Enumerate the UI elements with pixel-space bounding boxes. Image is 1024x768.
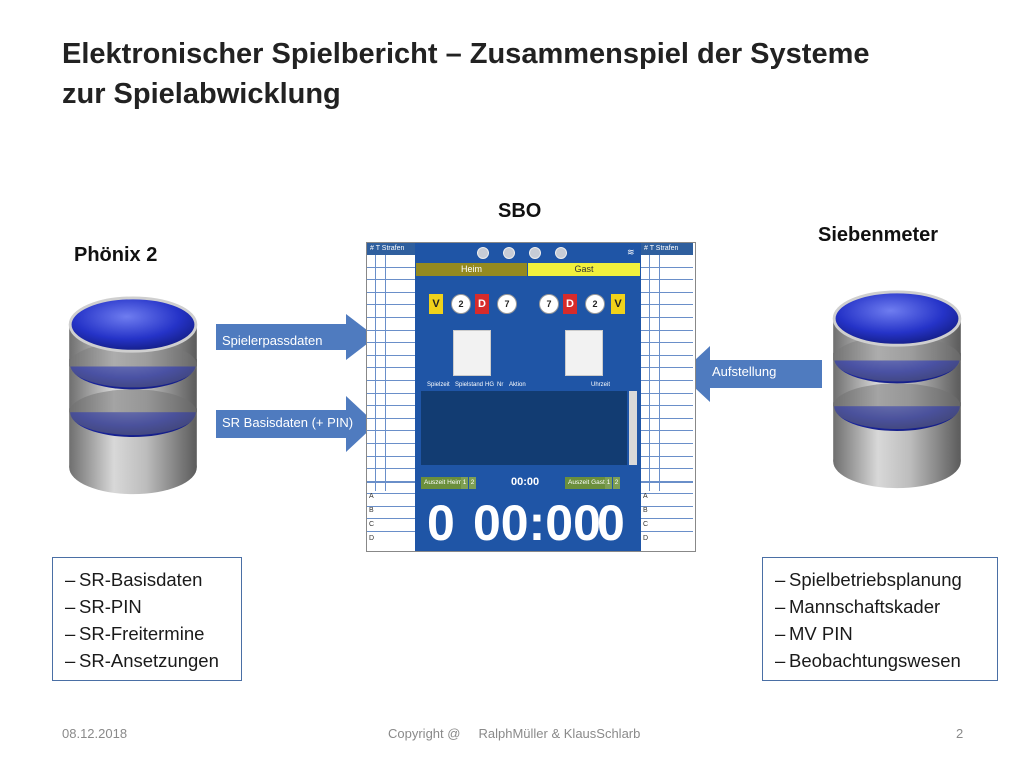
title-line-1: Elektronischer Spielbericht – Zusammensp…: [62, 38, 870, 70]
database-icon-phoenix: [68, 296, 198, 495]
col-uhrzeit: Uhrzeit: [591, 382, 611, 388]
auszeit-gast-2[interactable]: 2: [613, 477, 620, 489]
col-nr: Nr: [497, 382, 504, 388]
arrow-label-spielerpassdaten: Spielerpassdaten: [222, 333, 323, 348]
arrow-label-sr-basisdaten: SR Basisdaten (+ PIN): [222, 415, 354, 430]
two-minute-gast[interactable]: 2: [585, 294, 605, 314]
score-gast: 0: [597, 495, 625, 551]
auszeit-gast-button[interactable]: Auszeit Gast: [565, 477, 608, 489]
penalty-header-left: # T Strafen: [367, 243, 415, 255]
event-log[interactable]: [421, 391, 627, 465]
score-heim: 0: [427, 495, 455, 551]
wifi-icon: ≋: [627, 247, 635, 257]
sbo-main-panel: ≋ Heim Gast V 2 D 7 7 D 2 V Spielzeit Sp…: [415, 243, 641, 551]
phoenix-item: –SR-Freitermine: [65, 623, 205, 644]
footer-copyright: Copyright @ RalphMüller & KlausSchlarb: [388, 726, 641, 741]
siebenmeter-item: –Beobachtungswesen: [775, 650, 961, 671]
row-label-b-right: B: [643, 507, 648, 514]
siebenmeter-item: –MV PIN: [775, 623, 853, 644]
card-v-gast[interactable]: V: [611, 294, 625, 314]
status-dot-4: [555, 247, 567, 259]
small-clock: 00:00: [511, 476, 540, 488]
col-aktion: Aktion: [509, 382, 526, 388]
row-label-d-right: D: [643, 535, 649, 542]
team-gast: Gast: [528, 263, 640, 276]
auszeit-heim-1[interactable]: 1: [461, 477, 468, 489]
status-dot-1: [477, 247, 489, 259]
siebenmeter-feature-box: –Spielbetriebsplanung –Mannschaftskader …: [762, 557, 998, 681]
row-label-a-right: A: [643, 493, 648, 500]
penalty-grid-left: # T Strafen A B C D: [367, 243, 415, 551]
auszeit-gast-1[interactable]: 1: [605, 477, 612, 489]
label-phoenix: Phönix 2: [74, 244, 158, 266]
auszeit-heim-2[interactable]: 2: [469, 477, 476, 489]
row-label-c-right: C: [643, 521, 649, 528]
arrow-sr-basisdaten: [216, 396, 376, 452]
sbo-scoreboard: # T Strafen A B C D ≋ Heim Gast V 2 D 7 …: [366, 242, 696, 552]
team-heim: Heim: [416, 263, 527, 276]
two-minute-heim[interactable]: 2: [451, 294, 471, 314]
card-d-heim[interactable]: D: [475, 294, 489, 314]
status-dot-3: [529, 247, 541, 259]
footer-page-number: 2: [956, 726, 964, 741]
card-v-heim[interactable]: V: [429, 294, 443, 314]
event-log-scrollbar[interactable]: [629, 391, 637, 465]
row-label-c: C: [369, 521, 375, 528]
seven-meter-gast[interactable]: 7: [539, 294, 559, 314]
siebenmeter-item: –Mannschaftskader: [775, 596, 941, 617]
phoenix-feature-box: –SR-Basisdaten –SR-PIN –SR-Freitermine –…: [52, 557, 242, 681]
card-d-gast[interactable]: D: [563, 294, 577, 314]
penalty-header-right: # T Strafen: [641, 243, 693, 255]
arrow-aufstellung: [680, 346, 822, 402]
footer-date: 08.12.2018: [62, 726, 128, 741]
slide-title: Elektronischer Spielbericht – Zusammensp…: [62, 34, 962, 114]
status-dot-2: [503, 247, 515, 259]
player-photo-heim: [453, 330, 491, 376]
label-sbo: SBO: [498, 200, 542, 222]
phoenix-item: –SR-PIN: [65, 596, 142, 617]
arrow-spielerpassdaten: [216, 314, 376, 360]
auszeit-heim-button[interactable]: Auszeit Heim: [421, 477, 466, 489]
row-label-d: D: [369, 535, 375, 542]
arrow-label-aufstellung: Aufstellung: [712, 364, 777, 379]
title-line-2: zur Spielabwicklung: [62, 78, 341, 110]
game-clock: 00:00: [473, 495, 601, 551]
seven-meter-heim[interactable]: 7: [497, 294, 517, 314]
penalty-grid-right: # T Strafen A B C D: [641, 243, 693, 551]
col-spielstand: Spielstand: [455, 382, 484, 388]
player-photo-gast: [565, 330, 603, 376]
database-icon-siebenmeter: [832, 290, 962, 489]
phoenix-item: –SR-Basisdaten: [65, 569, 203, 590]
row-label-b: B: [369, 507, 374, 514]
label-siebenmeter: Siebenmeter: [818, 224, 939, 246]
col-hg: HG: [485, 382, 494, 388]
row-label-a: A: [369, 493, 374, 500]
col-spielzeit: Spielzeit: [427, 382, 450, 388]
siebenmeter-item: –Spielbetriebsplanung: [775, 569, 962, 590]
phoenix-item: –SR-Ansetzungen: [65, 650, 219, 671]
